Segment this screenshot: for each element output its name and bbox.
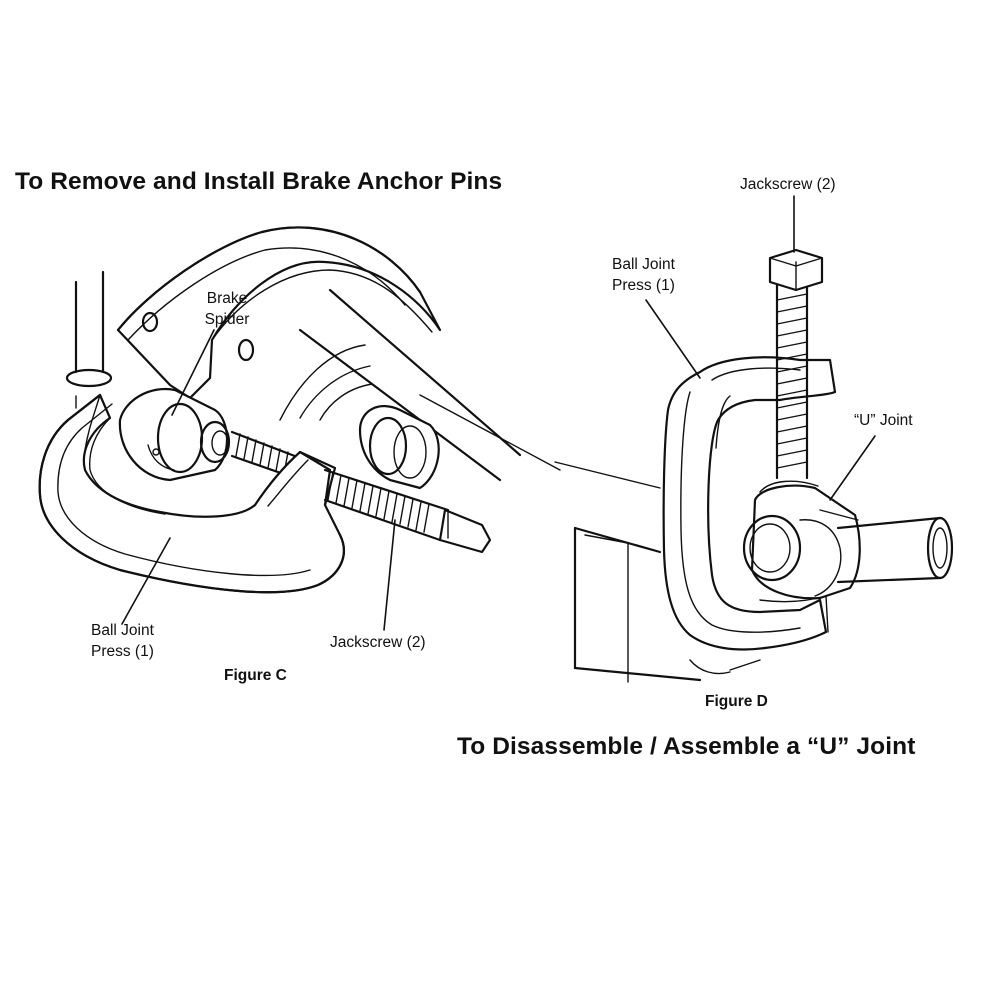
figure-d-caption: Figure D [705,693,768,710]
brake-spider-label-line2: Spider [204,311,250,328]
figure-c-ball-joint-press-label: Ball Joint Press (1) [91,620,154,662]
figure-d-ball-joint-press-line2: Press (1) [612,277,675,294]
brake-spider-label: Brake Spider [195,288,259,330]
figure-d-ball-joint-press-label: Ball Joint Press (1) [612,254,675,296]
figure-c-ball-joint-press-line1: Ball Joint [91,622,154,639]
figure-d-jackscrew-label: Jackscrew (2) [740,176,836,193]
u-joint-label: “U” Joint [854,412,913,429]
figure-d-illustration [554,195,954,683]
figure-d-heading: To Disassemble / Assemble a “U” Joint [457,733,916,760]
brake-spider-label-line1: Brake [206,290,248,307]
figure-c-illustration [38,226,561,631]
figure-c-jackscrew-label: Jackscrew (2) [330,634,426,651]
figure-d-ball-joint-press-line1: Ball Joint [612,256,675,273]
figure-c-heading: To Remove and Install Brake Anchor Pins [15,168,503,195]
figure-c-caption: Figure C [224,667,287,684]
figure-c-ball-joint-press-line2: Press (1) [91,643,154,660]
